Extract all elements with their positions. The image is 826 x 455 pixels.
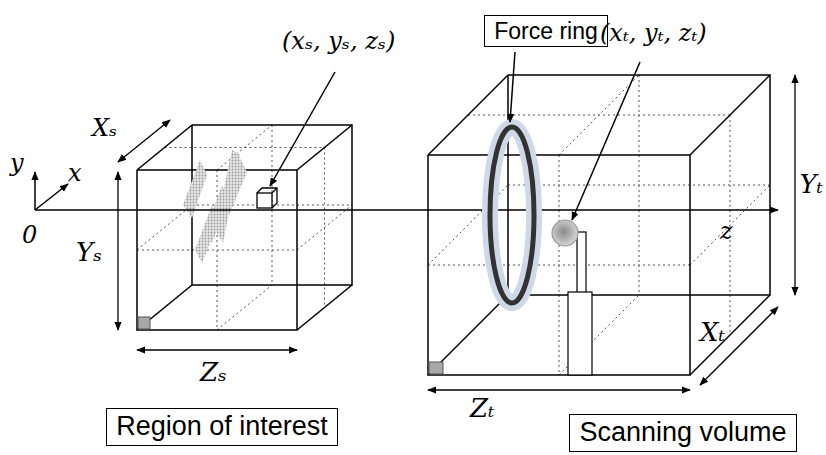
probe [552, 220, 592, 375]
corner-voxel [138, 317, 150, 329]
specimen-shape [183, 150, 247, 263]
cube-edge [428, 295, 508, 375]
box-label: Force ring [494, 18, 598, 44]
cube-edge [690, 75, 770, 155]
math-label: Zₜ [470, 394, 494, 423]
label-box: Force ring [484, 15, 608, 47]
math-label: Xₜ [700, 318, 725, 347]
grid-line [137, 250, 297, 251]
corner-voxel [429, 362, 443, 374]
math-label: (xₛ, yₛ, zₛ) [282, 28, 395, 54]
box-label: Scanning volume [579, 417, 786, 448]
cube-edge [297, 285, 352, 330]
leader-arrows [270, 52, 640, 220]
math-label: (xₜ, yₜ, zₜ) [600, 20, 707, 46]
force-ring [490, 127, 534, 303]
cube-edge [508, 75, 770, 295]
grid-line [217, 285, 272, 330]
grid-line [137, 205, 192, 250]
voxel-cube [257, 188, 277, 208]
box-label: Region of interest [116, 411, 328, 442]
cube-edge [137, 285, 192, 330]
cube-edge [428, 155, 690, 375]
math-label: y [10, 150, 24, 176]
cube-edge [137, 170, 297, 330]
grid-line [165, 147, 325, 148]
cube-edge [137, 125, 192, 170]
cube-edge [690, 295, 770, 375]
grid-line [508, 185, 770, 186]
grid-line [324, 148, 325, 308]
axes [35, 172, 778, 210]
label-box: Scanning volume [569, 414, 796, 451]
math-label: z [720, 218, 733, 244]
cube-edge [192, 125, 352, 285]
cube-wireframes [137, 75, 770, 375]
math-label: 0 [22, 222, 37, 248]
math-label: Yₜ [799, 170, 823, 199]
math-label: x [68, 160, 82, 186]
dimension-arrows [118, 75, 795, 390]
grid-line [428, 265, 690, 266]
label-box: Region of interest [106, 408, 338, 445]
cube-edge [297, 125, 352, 170]
math-label: Zₛ [200, 358, 227, 387]
math-label: Yₛ [76, 238, 102, 267]
math-label: Xₛ [92, 115, 117, 141]
